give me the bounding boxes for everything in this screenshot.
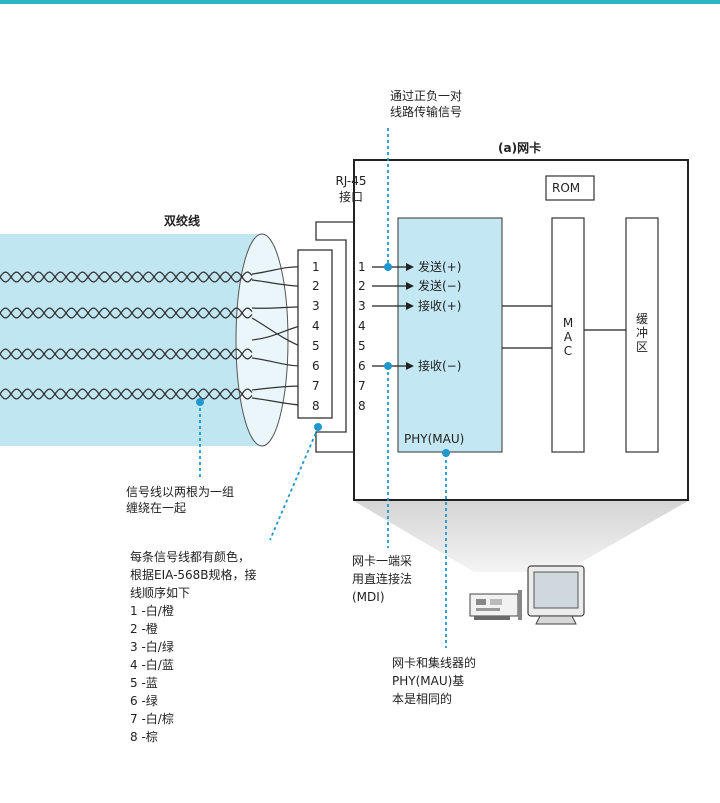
annotation-wire-colors-line-7: 4 -白/蓝 <box>130 658 174 672</box>
leader-dots <box>196 263 450 457</box>
network-card-icon <box>469 590 522 620</box>
annotation-wire-colors-line-1: 每条信号线都有颜色， <box>130 550 251 564</box>
buffer-block <box>625 217 659 453</box>
rom-label: ROM <box>552 181 581 195</box>
wire-pair-1-strand-2 <box>0 271 253 283</box>
cable-pin-4: 4 <box>312 319 320 333</box>
annotation-wire-colors-line-3: 线顺序如下 <box>130 586 191 600</box>
signal-tx-minus: 发送(−) <box>418 279 462 293</box>
nic-pin-1: 1 <box>358 260 366 274</box>
annotation-phy-line-1: 网卡和集线器的 <box>392 656 477 670</box>
nic-pin-4: 4 <box>358 319 366 333</box>
annotation-wire-colors-line-9: 6 -绿 <box>130 694 158 708</box>
annotation-wire-colors-line-8: 5 -蓝 <box>130 676 158 690</box>
annotation-wire-colors-line-2: 根据EIA-568B规格，接 <box>130 568 257 582</box>
annotation-wire-colors-line-10: 7 -白/棕 <box>130 712 174 726</box>
rj45-label: RJ-45 接口 <box>326 173 376 205</box>
cable-label: 双绞线 <box>164 214 201 228</box>
cable-end <box>235 233 289 447</box>
arrowheads <box>406 263 414 370</box>
cable-pin-3: 3 <box>312 299 320 313</box>
buffer-label: 缓冲区 <box>635 312 648 354</box>
signal-rx-plus: 接收(+) <box>418 299 462 313</box>
cable-pin-1: 1 <box>312 260 320 274</box>
leader-lines <box>199 128 447 648</box>
wire-pair-4-strand-1 <box>0 388 253 400</box>
annotation-wire-colors: 每条信号线都有颜色， 根据EIA-568B规格，接线顺序如下 1 -白/橙 2 -橙 3… <box>130 548 257 746</box>
twisted-wire-pairs <box>0 271 253 400</box>
rj45-label-line1: RJ-45 <box>335 174 367 188</box>
rom-block <box>545 175 595 201</box>
wire-pair-2-strand-2 <box>0 307 253 319</box>
nic-pin-6: 6 <box>358 359 366 373</box>
annotation-mdi: 网卡一端采用直连接法 (MDI) <box>352 552 412 606</box>
annotation-wire-colors-line-5: 2 -橙 <box>130 622 158 636</box>
annotation-signal-pair-line-1: 通过正负一对 <box>390 89 463 103</box>
annotation-wire-colors-line-6: 3 -白/绿 <box>130 640 174 654</box>
phy-block <box>397 217 503 453</box>
cable-pin-7: 7 <box>312 379 320 393</box>
annotation-twisted-line-1: 信号线以两根为一组 <box>126 485 235 499</box>
cable-pin-6: 6 <box>312 359 320 373</box>
annotation-twisted-line-2: 缠绕在一起 <box>126 501 187 515</box>
phy-label: PHY(MAU) <box>404 432 465 446</box>
annotation-mdi-line-3: (MDI) <box>352 590 385 604</box>
wire-pair-3-strand-2 <box>0 348 253 360</box>
annotation-signal-pair: 通过正负一对线路传输信号 <box>390 88 462 120</box>
annotation-wire-colors-line-11: 8 -棕 <box>130 730 158 744</box>
nic-pin-7: 7 <box>358 379 366 393</box>
fan-out-wires <box>251 266 301 406</box>
annotation-mdi-line-2: 用直连接法 <box>352 572 413 586</box>
annotation-wire-colors-line-4: 1 -白/橙 <box>130 604 174 618</box>
nic-pin-5: 5 <box>358 339 366 353</box>
signal-tx-plus: 发送(+) <box>418 260 462 274</box>
nic-pin-8: 8 <box>358 399 366 413</box>
nic-title: (a)网卡 <box>498 141 542 155</box>
cable-pin-5: 5 <box>312 339 320 353</box>
annotation-twisted: 信号线以两根为一组缠绕在一起 <box>126 484 234 516</box>
signal-rx-minus: 接收(−) <box>418 359 462 373</box>
annotation-mdi-line-1: 网卡一端采 <box>352 554 413 568</box>
wire-pair-2-strand-1 <box>0 307 253 319</box>
annotation-phy-line-2: PHY(MAU)基 <box>392 674 465 688</box>
cable-pin-8: 8 <box>312 399 320 413</box>
wire-pair-3-strand-1 <box>0 348 253 360</box>
nic-pin-2: 2 <box>358 279 366 293</box>
top-rule <box>0 0 720 4</box>
annotation-signal-pair-line-2: 线路传输信号 <box>390 105 463 119</box>
annotation-phy-line-3: 本是相同的 <box>392 692 453 706</box>
nic-shadow <box>354 501 688 572</box>
annotation-phy: 网卡和集线器的 PHY(MAU)基本是相同的 <box>392 654 476 708</box>
rj45-label-line2: 接口 <box>338 190 363 204</box>
computer-monitor-icon <box>527 565 585 625</box>
wire-pair-1-strand-1 <box>0 271 253 283</box>
cable-connector <box>297 249 333 419</box>
mac-block <box>551 217 585 453</box>
nic-pin-3: 3 <box>358 299 366 313</box>
wire-pair-4-strand-2 <box>0 388 253 400</box>
cable-pin-2: 2 <box>312 279 320 293</box>
